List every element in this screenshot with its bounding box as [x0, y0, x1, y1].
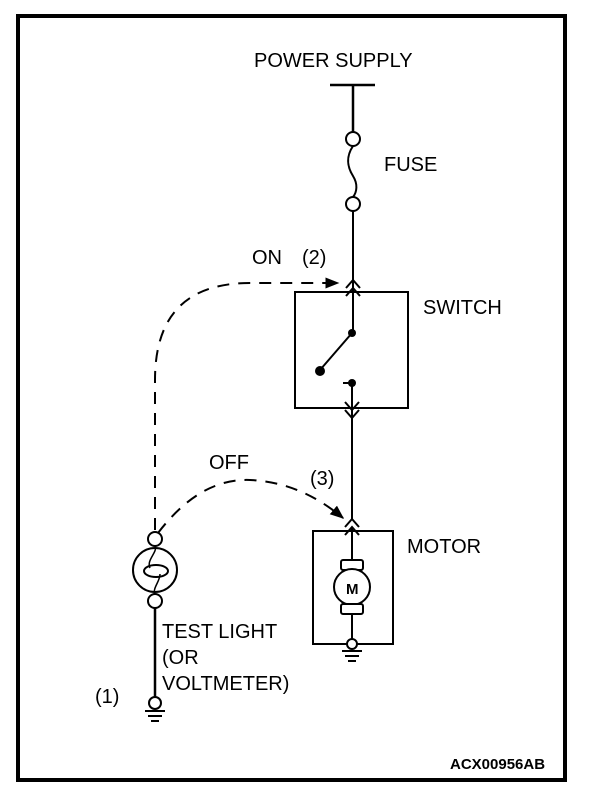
test-light-label-line3: VOLTMETER) [162, 673, 289, 695]
power-supply-terminal [330, 83, 375, 132]
test-light-label-line1: TEST LIGHT [162, 621, 277, 643]
fuse-symbol [345, 131, 361, 290]
motor-label: MOTOR [407, 536, 481, 558]
switch-label: SWITCH [423, 297, 502, 319]
test-light-label-line2: (OR [162, 647, 199, 669]
step-1-label: (1) [95, 686, 119, 708]
diagram-frame [16, 14, 567, 782]
motor-m-symbol: M [346, 581, 359, 598]
motor-symbol [312, 517, 394, 662]
on-probe-path [154, 277, 340, 530]
step-2-label: (2) [302, 247, 326, 269]
on-label: ON [252, 247, 282, 269]
test-light-symbol [132, 531, 178, 722]
power-supply-label: POWER SUPPLY [254, 50, 413, 72]
off-label: OFF [209, 452, 249, 474]
switch-symbol [294, 278, 409, 520]
off-probe-path [157, 478, 345, 534]
fuse-label: FUSE [384, 154, 437, 176]
reference-code: ACX00956AB [450, 756, 545, 773]
step-3-label: (3) [310, 468, 334, 490]
